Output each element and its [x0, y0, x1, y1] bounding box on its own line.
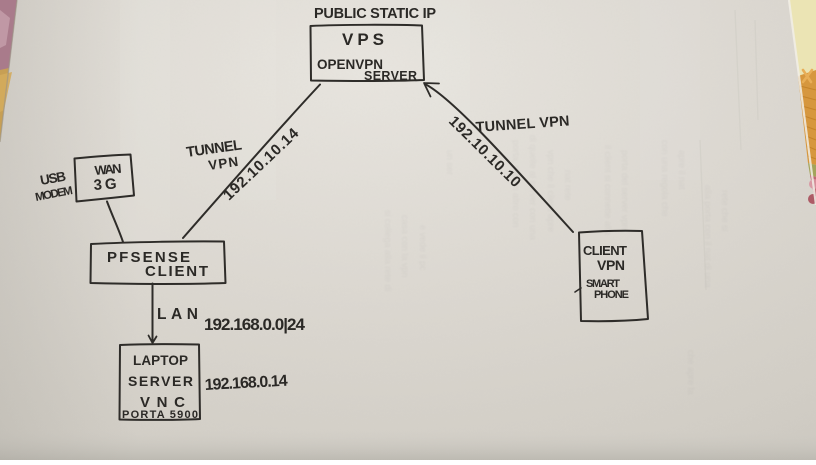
- svg-text:VPS: VPS: [342, 30, 384, 49]
- svg-text:nat rete: nat rete: [563, 170, 573, 201]
- svg-text:TUNNEL VPN: TUNNEL VPN: [475, 113, 570, 136]
- svg-text:vpn che il client apre: vpn che il client apre: [546, 150, 556, 232]
- svg-text:casa con la vpn: casa con la vpn: [400, 215, 410, 278]
- svg-text:VPN: VPN: [597, 257, 625, 273]
- svg-text:alla porta con il nat di una: alla porta con il nat di una: [703, 185, 713, 288]
- svg-text:apre il nat: apre il nat: [677, 150, 687, 190]
- svg-text:SMART: SMART: [586, 278, 620, 290]
- svg-text:WAN: WAN: [94, 161, 122, 178]
- svg-text:PUBLIC STATIC IP: PUBLIC STATIC IP: [314, 6, 436, 22]
- svg-text:porta del server vpn: porta del server vpn: [620, 150, 630, 230]
- svg-text:192.168.0.0|24: 192.168.0.0|24: [204, 315, 306, 334]
- svg-text:CLIENT: CLIENT: [145, 263, 208, 280]
- svg-text:un ser: un ser: [445, 150, 455, 175]
- svg-text:il client si connette alla: il client si connette alla: [603, 145, 613, 235]
- svg-text:con una regola che: con una regola che: [660, 140, 670, 217]
- svg-text:SERVER: SERVER: [364, 69, 417, 83]
- svg-text:porta, ma un altro con: porta, ma un altro con: [511, 140, 521, 228]
- svg-text:e vede il pc: e vede il pc: [418, 225, 428, 271]
- svg-text:PORTA 5900: PORTA 5900: [122, 409, 198, 421]
- svg-text:3G: 3G: [93, 175, 117, 194]
- svg-text:si collega alla rete di: si collega alla rete di: [383, 210, 393, 292]
- svg-text:che apre la: che apre la: [686, 350, 696, 395]
- svg-text:rete che si: rete che si: [720, 190, 730, 232]
- svg-text:OPENVPN: OPENVPN: [317, 57, 383, 72]
- svg-text:VPN: VPN: [207, 154, 239, 173]
- svg-text:PHONE: PHONE: [594, 289, 629, 301]
- svg-text:LAN: LAN: [157, 306, 198, 323]
- svg-text:PFSENSE: PFSENSE: [107, 249, 190, 266]
- svg-text:TUNNEL: TUNNEL: [185, 137, 243, 161]
- svg-text:SERVER: SERVER: [128, 373, 193, 389]
- svg-text:USB: USB: [39, 169, 67, 188]
- svg-text:192.168.0.14: 192.168.0.14: [204, 373, 288, 394]
- svg-text:LAPTOP: LAPTOP: [133, 353, 188, 368]
- svg-text:CLIENT: CLIENT: [583, 243, 627, 258]
